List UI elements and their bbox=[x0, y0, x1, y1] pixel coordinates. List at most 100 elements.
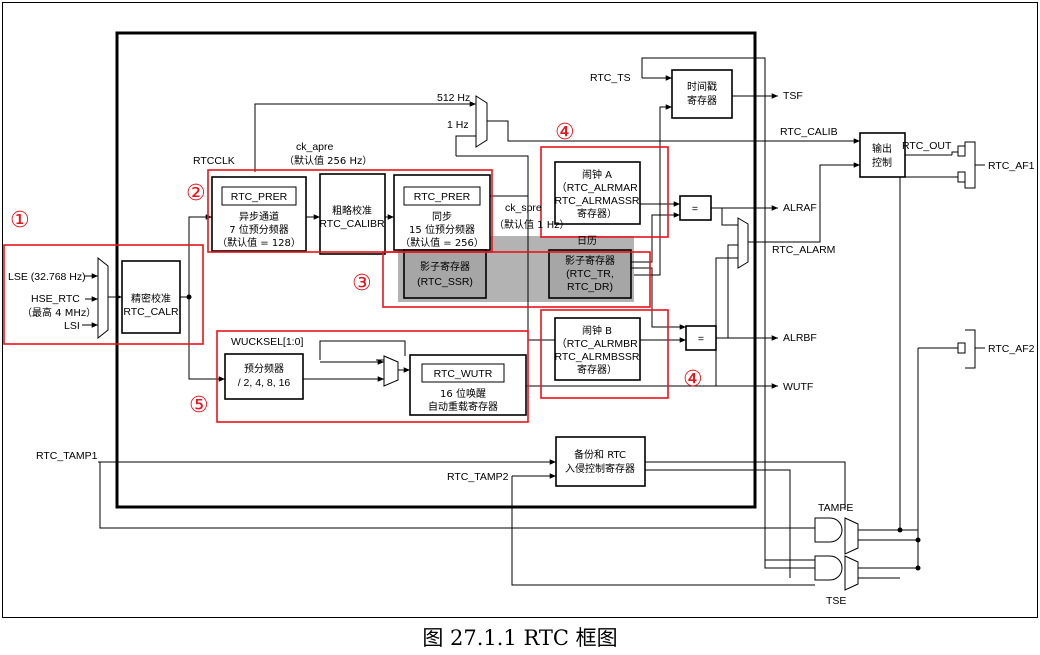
wakeup-clock-mux bbox=[383, 355, 399, 387]
svg-text:影子寄存器: 影子寄存器 bbox=[565, 254, 615, 267]
svg-text:时间戳: 时间戳 bbox=[687, 80, 717, 93]
svg-text:寄存器）: 寄存器） bbox=[577, 363, 617, 376]
rtc-domain-outline bbox=[115, 31, 757, 509]
svg-text:RTC_ALRMASSR: RTC_ALRMASSR bbox=[555, 195, 640, 207]
svg-text:RTC_WUTR: RTC_WUTR bbox=[434, 368, 493, 380]
svg-text:寄存器: 寄存器 bbox=[687, 94, 717, 107]
alarm-output-mux bbox=[737, 217, 749, 269]
shadow-calendar-block: 影子寄存器 (RTC_TR, RTC_DR) bbox=[548, 249, 632, 299]
timestamp-register-block: 时间戳 寄存器 bbox=[671, 69, 733, 119]
output-control-block: 输出 控制 bbox=[859, 132, 906, 178]
svg-text:控制: 控制 bbox=[872, 156, 892, 169]
alarm-b-block: 闹钟 B （RTC_ALRMBR RTC_ALRMBSSR 寄存器） bbox=[554, 317, 641, 381]
svg-text:=: = bbox=[698, 333, 704, 345]
input-hse-note: （最高 4 MHz） bbox=[22, 306, 96, 319]
svg-text:（默认值 = 128）: （默认值 = 128） bbox=[217, 236, 301, 249]
label-rtc-alarm: RTC_ALARM bbox=[772, 244, 835, 256]
output-rtc-af2: RTC_AF2 bbox=[988, 343, 1035, 355]
output-tsf: TSF bbox=[783, 90, 803, 102]
svg-text:（默认值 = 256）: （默认值 = 256） bbox=[400, 236, 484, 249]
async-prescaler-block: RTC_PRER 异步通道 7 位预分频器 （默认值 = 128） bbox=[211, 176, 307, 252]
svg-text:影子寄存器: 影子寄存器 bbox=[420, 260, 470, 273]
backup-tamper-block: 备份和 RTC 入侵控制寄存器 bbox=[555, 436, 646, 487]
highlight-prescalers bbox=[207, 169, 493, 253]
label-rtc-tamp1: RTC_TAMP1 bbox=[36, 450, 98, 462]
svg-text:=: = bbox=[692, 203, 698, 215]
input-lsi: LSI bbox=[64, 320, 80, 332]
label-rtc-calib: RTC_CALIB bbox=[780, 126, 838, 138]
marker-5: ⑤ bbox=[189, 393, 209, 418]
svg-text:16 位唤醒: 16 位唤醒 bbox=[440, 387, 486, 400]
label-ck-apre-default: （默认值 256 Hz） bbox=[284, 154, 372, 167]
diagram-frame bbox=[2, 2, 1038, 618]
highlight-shadow-registers bbox=[382, 251, 651, 308]
svg-text:RTC_CALR: RTC_CALR bbox=[123, 306, 179, 318]
marker-4b: ④ bbox=[683, 367, 703, 392]
output-alraf: ALRAF bbox=[783, 202, 817, 214]
smooth-calibration-block: 精密校准 RTC_CALR bbox=[121, 260, 181, 334]
input-lse: LSE (32.768 Hz) bbox=[8, 271, 86, 283]
sync-prescaler-block: RTC_PRER 同步 15 位预分频器 （默认值 = 256） bbox=[393, 174, 491, 251]
svg-text:精密校准: 精密校准 bbox=[131, 292, 171, 305]
coarse-calibration-block: 粗略校准 RTC_CALIBR bbox=[319, 173, 386, 255]
highlight-alarm-a bbox=[540, 146, 669, 238]
svg-text:(RTC_SSR): (RTC_SSR) bbox=[417, 276, 473, 288]
label-ck-apre: ck_apre bbox=[296, 141, 334, 153]
output-rtc-af1: RTC_AF1 bbox=[988, 160, 1035, 172]
label-1hz: 1 Hz bbox=[447, 119, 469, 131]
label-ck-spre: ck_spre bbox=[505, 202, 542, 214]
svg-text:寄存器）: 寄存器） bbox=[577, 207, 617, 220]
svg-text:RTC_PRER: RTC_PRER bbox=[414, 191, 471, 203]
svg-text:RTC_ALRMBSSR: RTC_ALRMBSSR bbox=[555, 351, 640, 363]
highlight-alarm-b bbox=[540, 309, 669, 399]
pad-af2 bbox=[957, 342, 966, 354]
output-alrbf: ALRBF bbox=[783, 332, 817, 344]
svg-text:备份和 RTC: 备份和 RTC bbox=[574, 448, 626, 461]
alarm-a-block: 闹钟 A （RTC_ALRMAR RTC_ALRMASSR 寄存器） bbox=[554, 161, 641, 225]
figure-caption: 图 27.1.1 RTC 框图 bbox=[422, 626, 618, 650]
rtc-block-diagram: 精密校准 RTC_CALR RTC_PRER 异步通道 7 位预分频器 （默认值… bbox=[3, 31, 1035, 607]
svg-text:RTC_DR): RTC_DR) bbox=[567, 281, 613, 293]
label-tse: TSE bbox=[826, 595, 846, 607]
pad-out-1 bbox=[957, 145, 966, 157]
marker-2: ② bbox=[186, 181, 206, 206]
pad-out-2 bbox=[957, 171, 966, 183]
svg-text:预分频器: 预分频器 bbox=[244, 362, 284, 375]
svg-text:异步通道: 异步通道 bbox=[239, 210, 279, 223]
svg-text:闹钟 A: 闹钟 A bbox=[582, 168, 612, 181]
label-rtcclk: RTCCLK bbox=[193, 155, 235, 167]
marker-3: ③ bbox=[352, 271, 372, 296]
label-512hz: 512 Hz bbox=[437, 92, 470, 104]
tamper-mux bbox=[844, 517, 859, 555]
timestamp-mux bbox=[844, 555, 859, 591]
comparator-b: = bbox=[685, 325, 717, 351]
label-tampe: TAMPE bbox=[818, 502, 853, 514]
svg-text:(RTC_TR,: (RTC_TR, bbox=[566, 268, 614, 280]
svg-text:输出: 输出 bbox=[872, 142, 892, 155]
svg-text:15 位预分频器: 15 位预分频器 bbox=[409, 223, 475, 236]
label-rtc-tamp2: RTC_TAMP2 bbox=[447, 471, 509, 483]
marker-4a: ④ bbox=[555, 120, 575, 145]
highlight-clock-source bbox=[3, 244, 204, 345]
tampe-gate bbox=[814, 517, 843, 543]
tse-gate bbox=[814, 555, 843, 581]
svg-text:同步: 同步 bbox=[432, 211, 452, 223]
svg-text:RTC_PRER: RTC_PRER bbox=[231, 191, 288, 203]
svg-text:（RTC_ALRMBR: （RTC_ALRMBR bbox=[556, 338, 638, 350]
highlight-wakeup bbox=[216, 330, 529, 423]
label-calendar: 日历 bbox=[577, 235, 597, 247]
svg-text:闹钟 B: 闹钟 B bbox=[582, 324, 612, 337]
svg-text:自动重载寄存器: 自动重载寄存器 bbox=[428, 400, 498, 413]
label-ck-spre-default: （默认值 1 Hz） bbox=[494, 218, 570, 231]
wakeup-timer-block: RTC_WUTR 16 位唤醒 自动重载寄存器 bbox=[409, 354, 527, 416]
output-wutf: WUTF bbox=[783, 381, 813, 393]
shadow-ssr-block: 影子寄存器 (RTC_SSR) bbox=[403, 249, 487, 299]
input-hse: HSE_RTC bbox=[31, 293, 80, 305]
svg-text:RTC_CALIBR: RTC_CALIBR bbox=[319, 218, 385, 230]
comparator-a: = bbox=[679, 195, 712, 221]
svg-text:7 位预分频器: 7 位预分频器 bbox=[229, 223, 289, 236]
wakeup-prescaler-block: 预分频器 / 2, 4, 8, 16 bbox=[224, 353, 304, 400]
svg-text:（RTC_ALRMAR: （RTC_ALRMAR bbox=[556, 182, 638, 194]
svg-text:/ 2, 4, 8, 16: / 2, 4, 8, 16 bbox=[238, 377, 291, 389]
calib-output-mux bbox=[475, 95, 488, 148]
